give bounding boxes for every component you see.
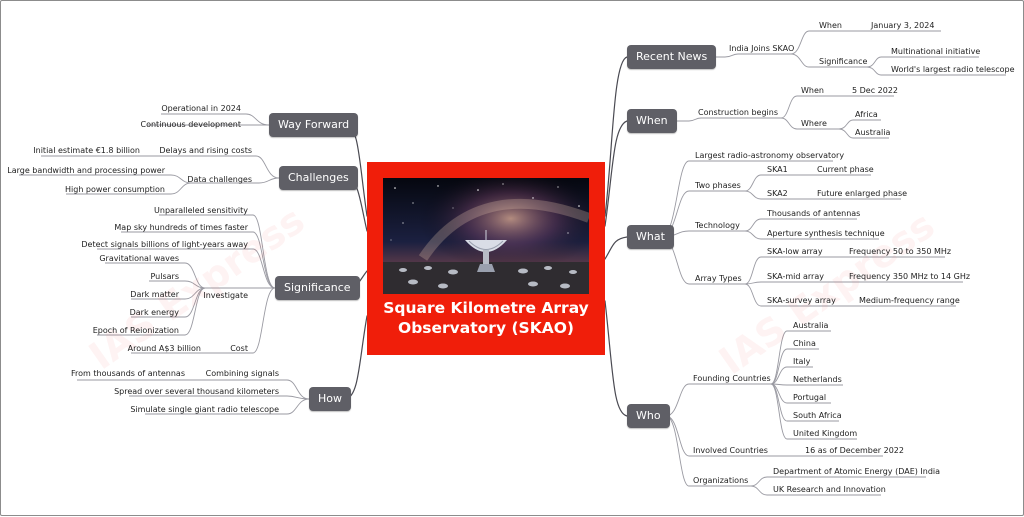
way-forward-item[interactable]: Operational in 2024 — [161, 104, 241, 113]
branch-significance[interactable]: Significance — [275, 276, 360, 300]
founding-country[interactable]: China — [793, 339, 816, 348]
recent-news-when-value[interactable]: January 3, 2024 — [871, 21, 935, 30]
who-founding-label[interactable]: Founding Countries — [693, 374, 771, 383]
when-where-label[interactable]: Where — [801, 119, 827, 128]
founding-country[interactable]: Italy — [793, 357, 811, 366]
significance-cost-value[interactable]: Around A$3 billion — [127, 344, 201, 353]
what-phases-label[interactable]: Two phases — [695, 181, 741, 190]
challenges-delays-value[interactable]: Initial estimate €1.8 billion — [33, 146, 140, 155]
array-type-desc[interactable]: Medium-frequency range — [859, 296, 960, 305]
branch-how[interactable]: How — [309, 387, 351, 411]
organization-item[interactable]: Department of Atomic Energy (DAE) India — [773, 467, 941, 476]
how-item[interactable]: Spread over several thousand kilometers — [114, 387, 279, 396]
founding-country[interactable]: Australia — [793, 321, 829, 330]
technology-item[interactable]: Aperture synthesis technique — [767, 229, 885, 238]
array-type-desc[interactable]: Frequency 350 MHz to 14 GHz — [849, 272, 971, 281]
branch-challenges[interactable]: Challenges — [279, 166, 358, 190]
data-challenge-item[interactable]: High power consumption — [65, 185, 165, 194]
array-type-desc[interactable]: Frequency 50 to 350 MHz — [849, 247, 952, 256]
significance-item[interactable]: Map sky hundreds of times faster — [114, 223, 248, 232]
challenges-data-label[interactable]: Data challenges — [187, 175, 252, 184]
who-organizations-label[interactable]: Organizations — [693, 476, 749, 485]
significance-item[interactable]: World's largest radio telescope — [891, 65, 1015, 74]
investigate-item[interactable]: Pulsars — [150, 272, 179, 281]
investigate-item[interactable]: Epoch of Reionization — [92, 326, 179, 335]
when-when-label[interactable]: When — [801, 86, 824, 95]
branch-who[interactable]: Who — [627, 404, 670, 428]
investigate-item[interactable]: Gravitational waves — [99, 254, 179, 263]
what-array-types-label[interactable]: Array Types — [695, 274, 742, 283]
what-largest[interactable]: Largest radio-astronomy observatory — [695, 151, 845, 160]
founding-country[interactable]: South Africa — [793, 411, 842, 420]
phase-name[interactable]: SKA2 — [767, 189, 788, 198]
who-involved-value[interactable]: 16 as of December 2022 — [805, 446, 904, 455]
phase-name[interactable]: SKA1 — [767, 165, 788, 174]
challenges-delays-label[interactable]: Delays and rising costs — [159, 146, 252, 155]
how-combining-label[interactable]: Combining signals — [205, 369, 279, 378]
significance-cost-label[interactable]: Cost — [230, 344, 248, 353]
how-combining-value[interactable]: From thousands of antennas — [71, 369, 185, 378]
recent-news-event[interactable]: India Joins SKAO — [729, 44, 795, 53]
radio-telescope-image — [383, 178, 589, 294]
investigate-item[interactable]: Dark matter — [130, 290, 179, 299]
branch-what[interactable]: What — [627, 225, 674, 249]
phase-desc[interactable]: Future enlarged phase — [817, 189, 908, 198]
array-type-name[interactable]: SKA-mid array — [767, 272, 824, 281]
recent-news-significance-label[interactable]: Significance — [819, 57, 868, 66]
technology-item[interactable]: Thousands of antennas — [767, 209, 861, 218]
founding-country[interactable]: United Kingdom — [793, 429, 858, 438]
significance-item[interactable]: Detect signals billions of light-years a… — [81, 240, 248, 249]
organization-item[interactable]: UK Research and Innovation — [773, 485, 886, 494]
what-technology-label[interactable]: Technology — [695, 221, 740, 230]
founding-country[interactable]: Netherlands — [793, 375, 842, 384]
central-topic[interactable]: Square Kilometre Array Observatory (SKAO… — [367, 162, 605, 355]
phase-desc[interactable]: Current phase — [817, 165, 874, 174]
significance-investigate-label[interactable]: Investigate — [203, 291, 248, 300]
significance-item[interactable]: Unparalleled sensitivity — [154, 206, 248, 215]
significance-item[interactable]: Multinational initiative — [891, 47, 981, 56]
who-involved-label[interactable]: Involved Countries — [693, 446, 768, 455]
investigate-item[interactable]: Dark energy — [129, 308, 179, 317]
when-when-value[interactable]: 5 Dec 2022 — [852, 86, 899, 95]
when-event[interactable]: Construction begins — [698, 108, 779, 117]
data-challenge-item[interactable]: Large bandwidth and processing power — [7, 166, 165, 175]
how-item[interactable]: Simulate single giant radio telescope — [130, 405, 279, 414]
way-forward-item[interactable]: Continuous development — [140, 120, 242, 129]
branch-way-forward[interactable]: Way Forward — [269, 113, 359, 137]
array-type-name[interactable]: SKA-survey array — [767, 296, 836, 305]
where-item[interactable]: Africa — [855, 110, 878, 119]
branch-when[interactable]: When — [627, 109, 677, 133]
recent-news-when-label[interactable]: When — [819, 21, 842, 30]
array-type-name[interactable]: SKA-low array — [767, 247, 823, 256]
central-topic-title: Square Kilometre Array Observatory (SKAO… — [383, 299, 589, 337]
founding-country[interactable]: Portugal — [793, 393, 827, 402]
where-item[interactable]: Australia — [855, 128, 891, 137]
branch-recent-news[interactable]: Recent News — [627, 45, 717, 69]
